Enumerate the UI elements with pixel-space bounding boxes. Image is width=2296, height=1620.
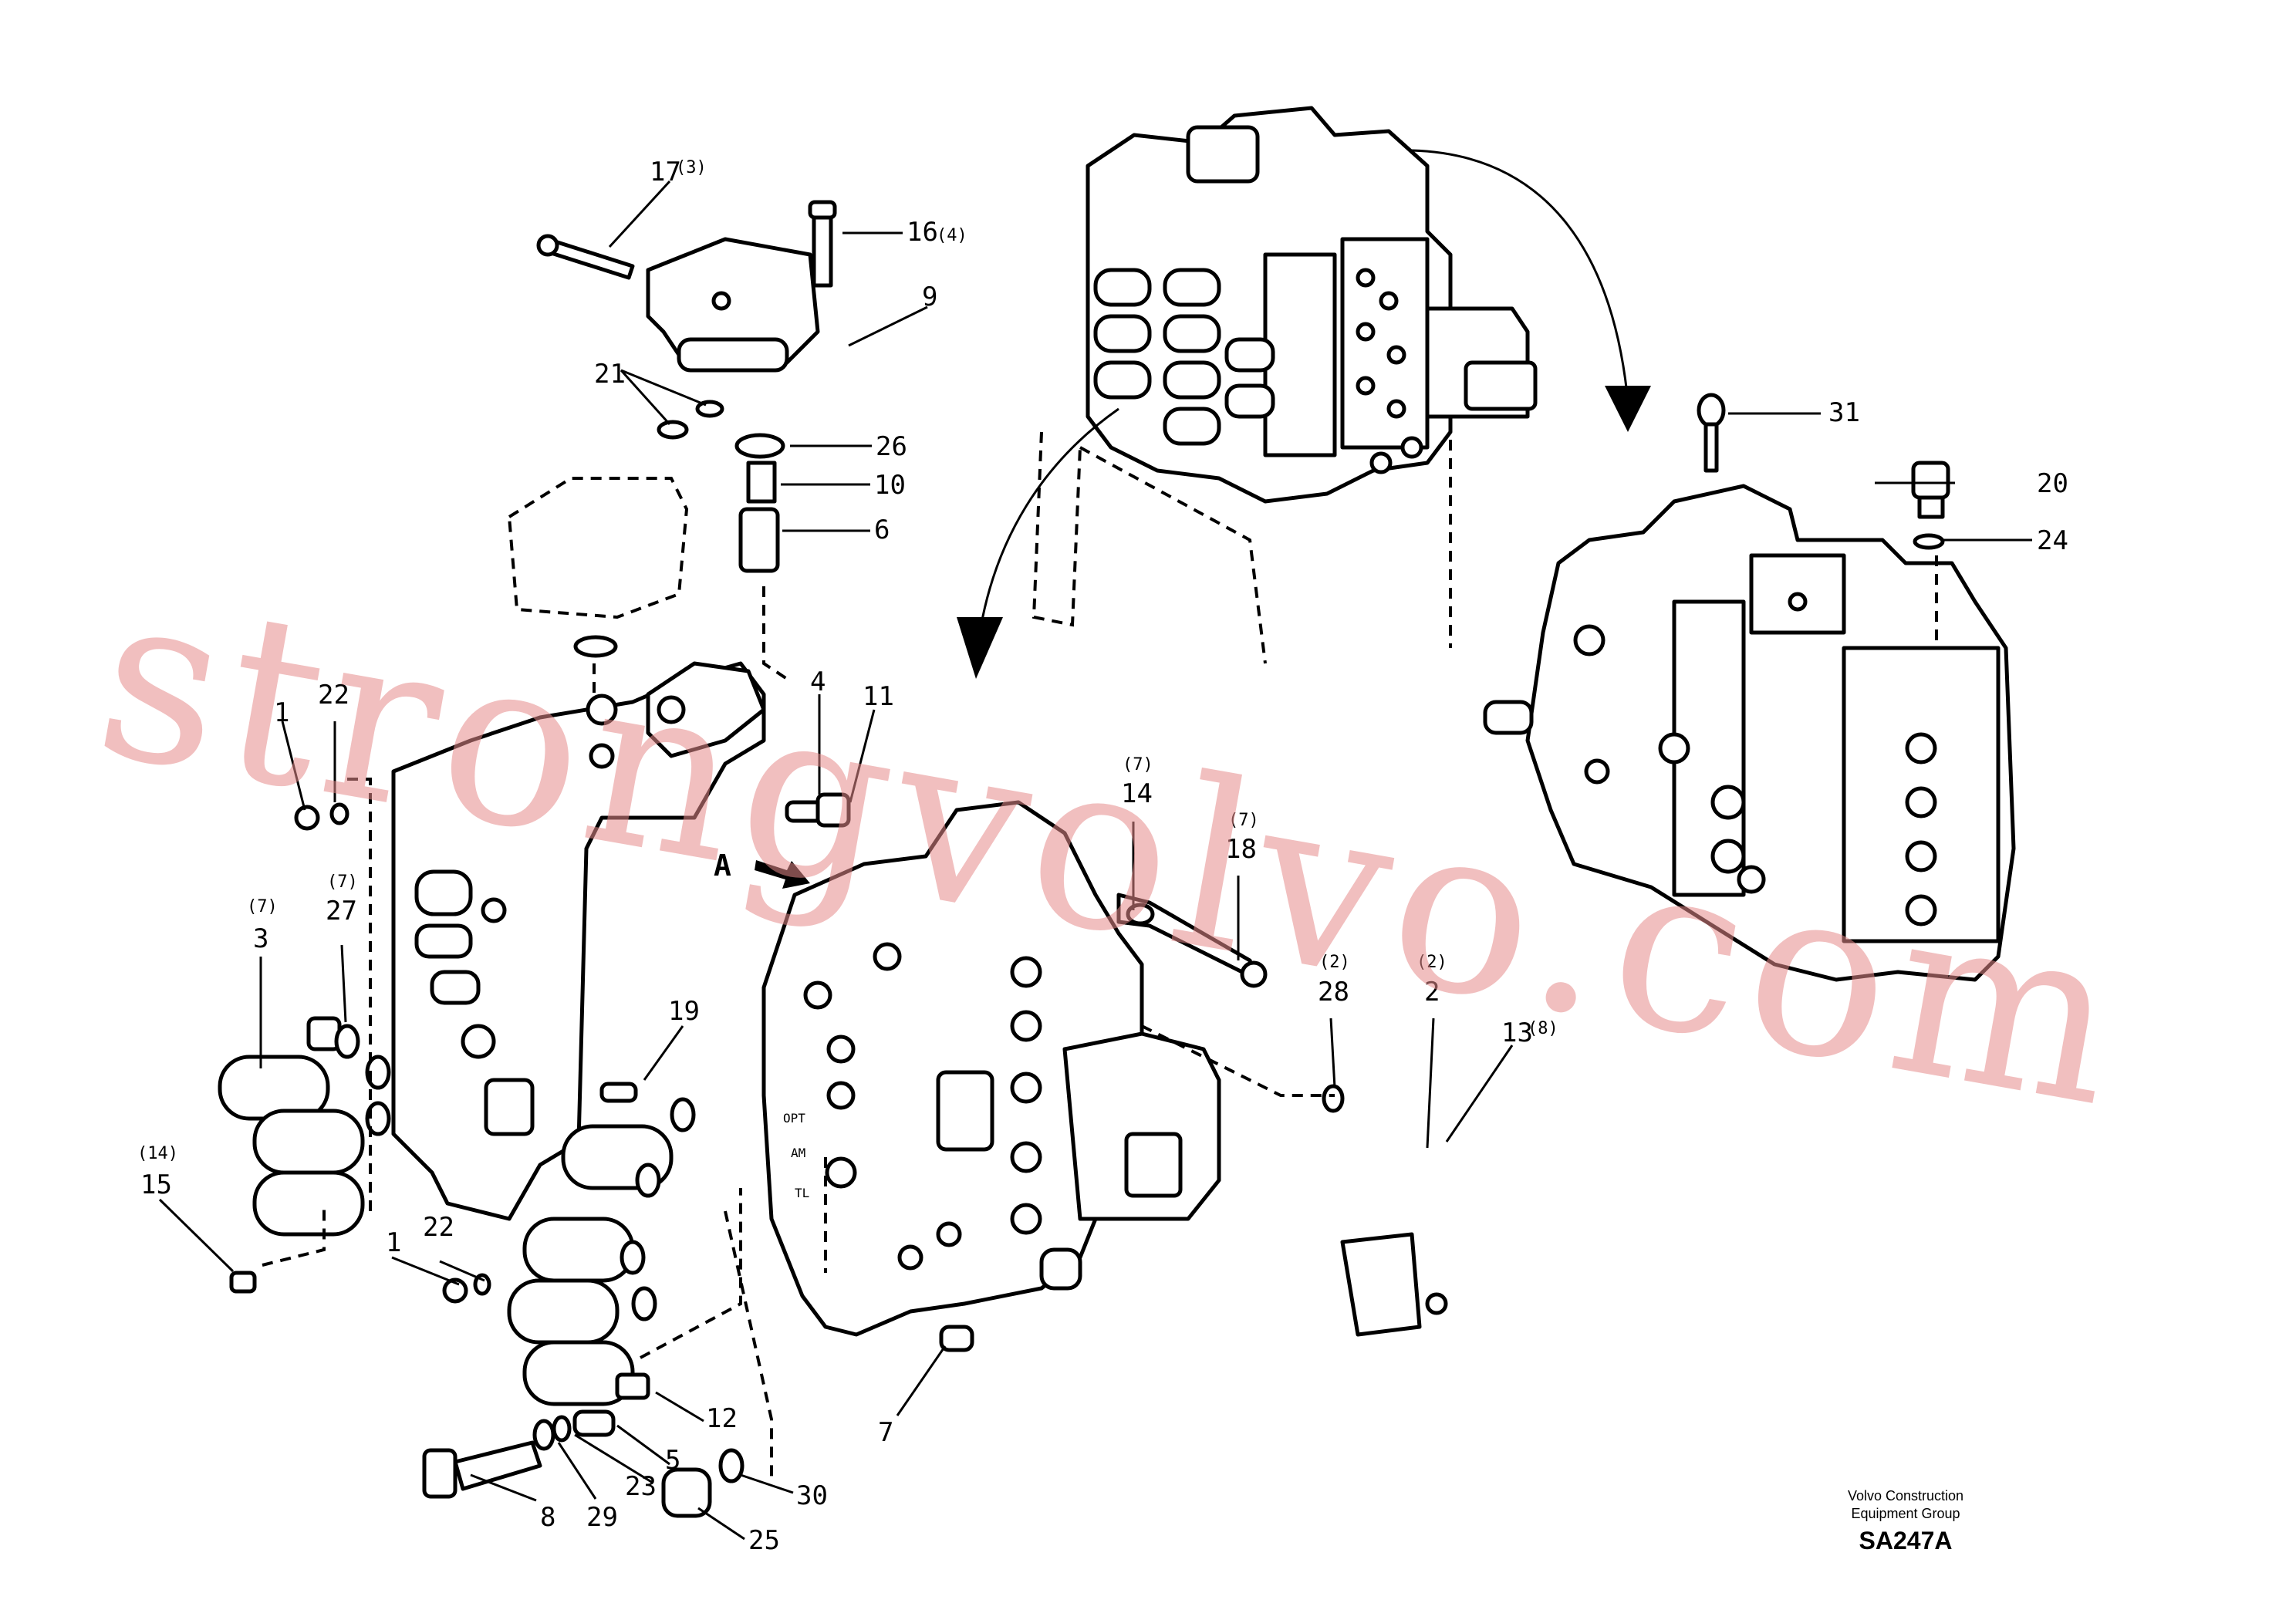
callout-18-qty: (7) xyxy=(1228,811,1259,830)
callout-12: 12 xyxy=(706,1403,738,1434)
callout-7: 7 xyxy=(878,1417,893,1448)
callout-19: 19 xyxy=(668,996,700,1027)
callout-22b: 22 xyxy=(423,1212,454,1243)
main-valve-body xyxy=(391,661,766,1221)
callout-2-qty: (2) xyxy=(1416,953,1447,972)
company-name-line2: Equipment Group xyxy=(1851,1506,1960,1521)
rear-port-holes xyxy=(1573,592,1937,926)
left-section-ports xyxy=(414,869,535,1136)
leader-lines xyxy=(158,180,2032,1541)
callout-18: 18 xyxy=(1225,834,1257,865)
callout-28: 28 xyxy=(1318,977,1349,1007)
callout-23: 23 xyxy=(625,1471,657,1502)
callout-14-qty: (7) xyxy=(1123,755,1153,775)
callout-labels: 17 (3) 16 (4) 9 21 26 10 6 31 20 24 1 22… xyxy=(137,157,2068,1556)
callout-15-qty: (14) xyxy=(137,1144,178,1163)
callout-14: 14 xyxy=(1121,778,1153,809)
rotation-arrows xyxy=(957,149,1651,679)
valve-assembly-overview xyxy=(1032,106,1538,664)
front-port-holes xyxy=(803,942,1042,1271)
callout-13-qty: (8) xyxy=(1528,1019,1558,1038)
spool-caps xyxy=(1093,268,1275,446)
callout-20: 20 xyxy=(2037,468,2068,499)
upper-exploded-parts xyxy=(507,200,837,741)
callout-26: 26 xyxy=(876,431,907,462)
view-arrow xyxy=(755,860,810,889)
callout-13: 13 xyxy=(1501,1018,1533,1048)
drawing-code: SA247A xyxy=(1859,1527,1953,1554)
view-marker-label: A xyxy=(714,849,731,883)
center-solenoid-cartridges xyxy=(442,1082,773,1481)
callout-16: 16 xyxy=(907,217,938,248)
callout-29: 29 xyxy=(586,1502,618,1533)
callout-27-qty: (7) xyxy=(327,872,358,892)
port-holes xyxy=(1356,268,1423,474)
callout-8: 8 xyxy=(540,1502,555,1533)
callout-3-qty: (7) xyxy=(247,897,278,916)
callout-16-qty: (4) xyxy=(937,226,967,245)
callout-17-qty: (3) xyxy=(676,158,707,177)
title-block: Volvo Construction Equipment Group SA247… xyxy=(1848,1488,1963,1554)
port-label-opt: OPT xyxy=(783,1111,805,1126)
eye-bolt-and-plug xyxy=(1697,393,1950,550)
callout-24: 24 xyxy=(2037,525,2068,556)
callout-6: 6 xyxy=(874,515,890,545)
company-name-line1: Volvo Construction xyxy=(1848,1488,1963,1504)
callout-2: 2 xyxy=(1424,977,1440,1007)
callout-5: 5 xyxy=(665,1445,680,1476)
callout-17: 17 xyxy=(650,157,681,187)
port-label-am: AM xyxy=(791,1146,805,1160)
callout-22: 22 xyxy=(318,680,349,710)
callout-30: 30 xyxy=(796,1480,828,1511)
left-solenoid-cartridges xyxy=(218,778,391,1294)
callout-4: 4 xyxy=(810,667,826,697)
callout-31: 31 xyxy=(1828,397,1860,428)
port-label-tl: TL xyxy=(795,1186,809,1200)
callout-11: 11 xyxy=(863,681,894,712)
callout-1: 1 xyxy=(274,697,289,728)
callout-21: 21 xyxy=(594,359,626,390)
lower-small-parts xyxy=(422,1325,974,1518)
callout-1b: 1 xyxy=(386,1227,401,1258)
callout-3: 3 xyxy=(253,923,268,954)
callout-10: 10 xyxy=(874,470,906,501)
callout-9: 9 xyxy=(922,282,937,312)
callout-25: 25 xyxy=(748,1525,780,1556)
main-valve-front xyxy=(761,792,1448,1337)
valve-assembly-rear-view xyxy=(1483,484,2016,982)
callout-28-qty: (2) xyxy=(1319,953,1350,972)
callout-15: 15 xyxy=(140,1169,172,1200)
callout-27: 27 xyxy=(326,896,357,926)
